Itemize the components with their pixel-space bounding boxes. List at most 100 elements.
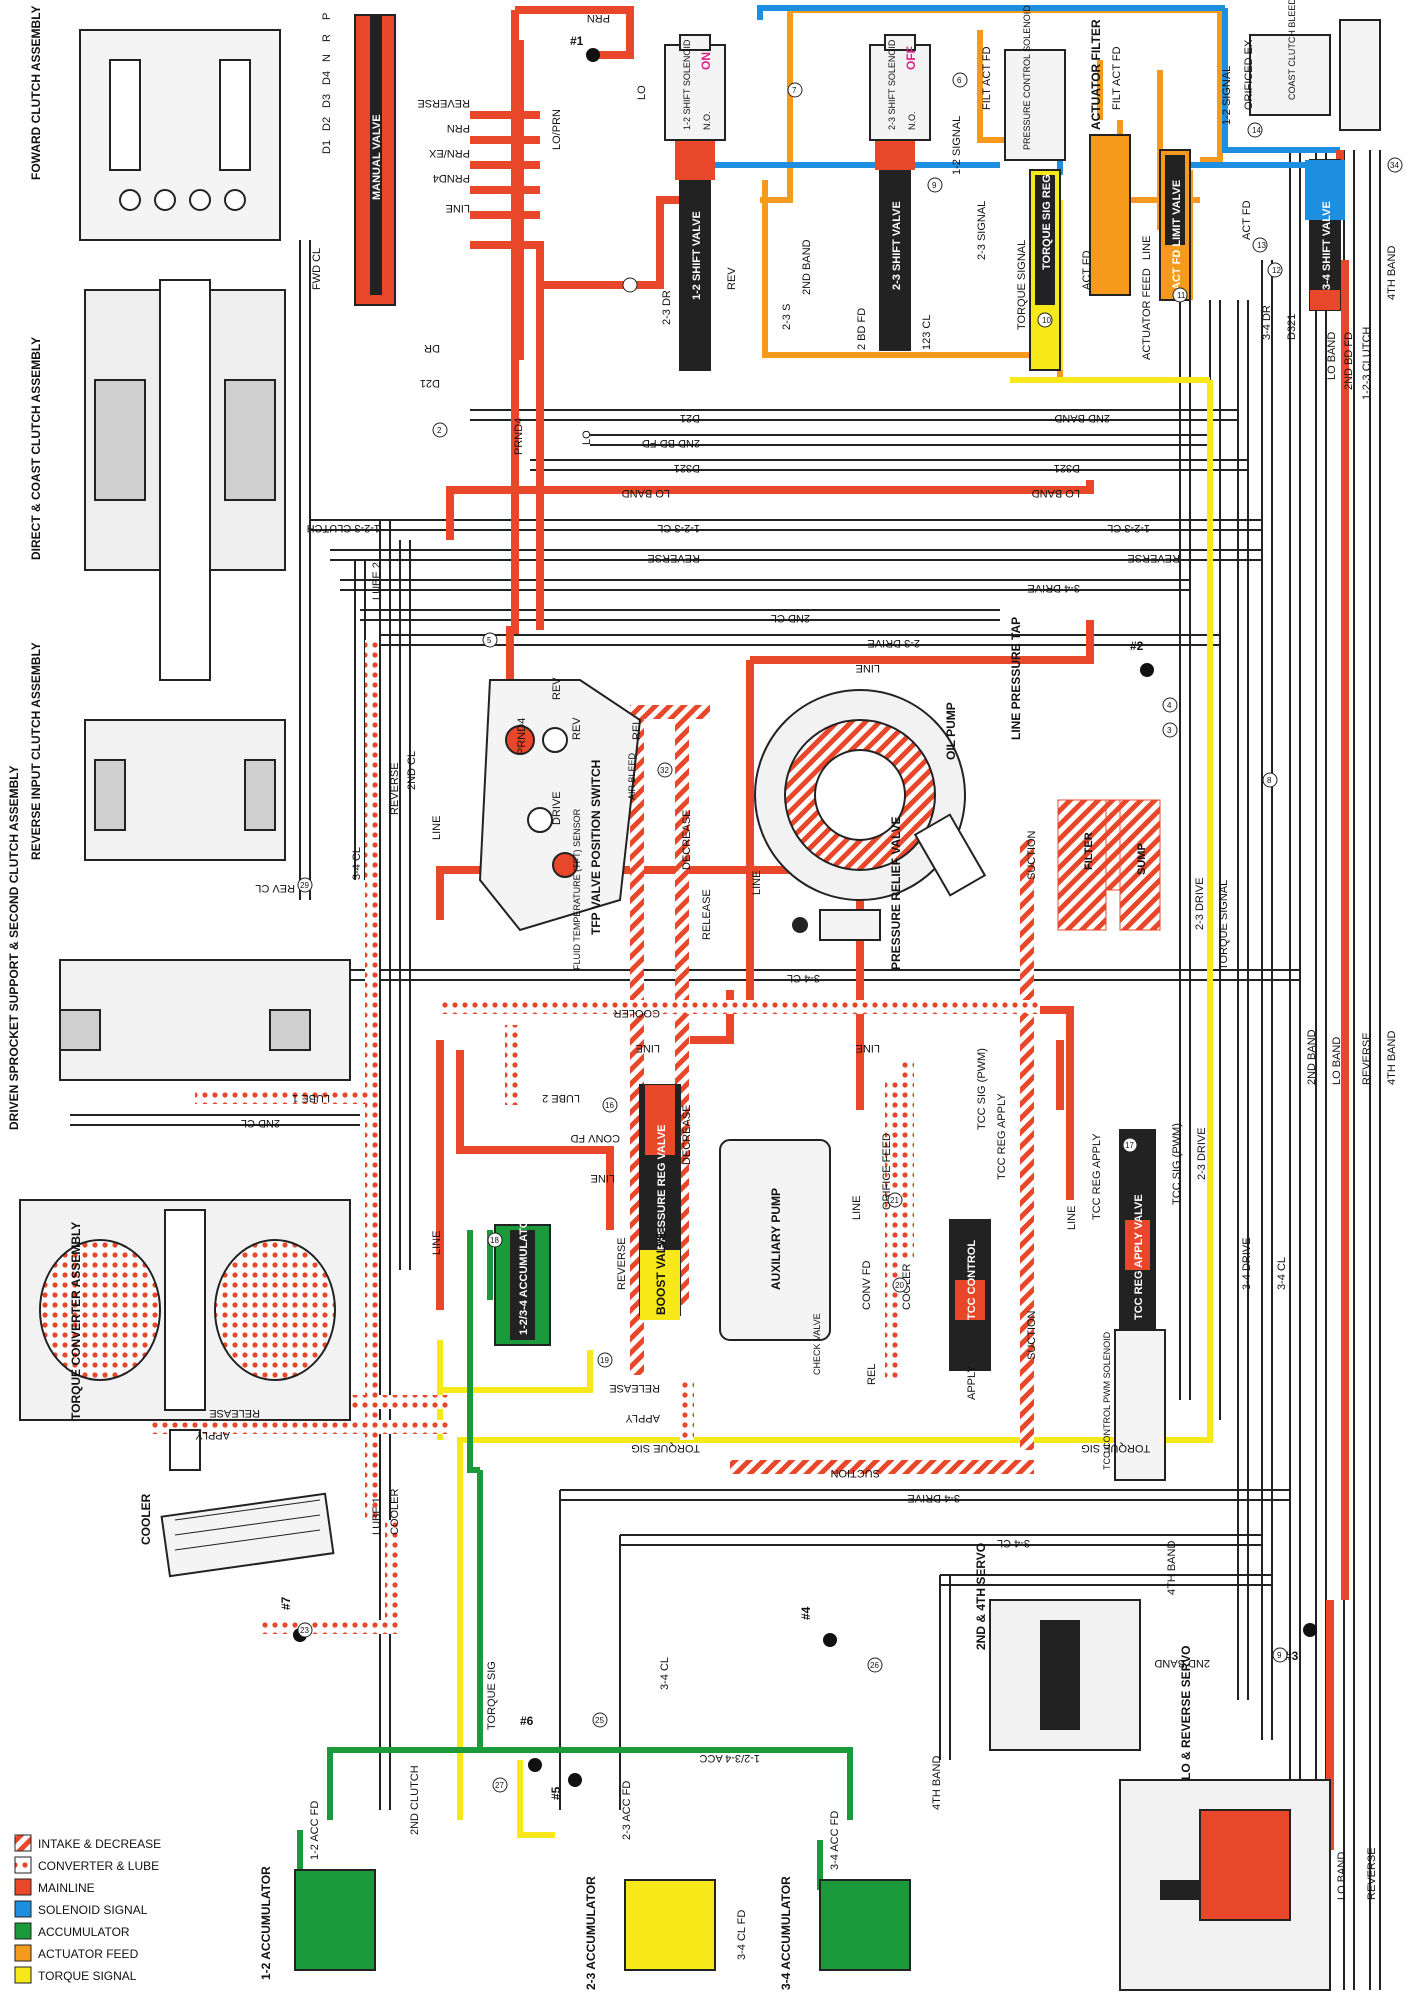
passage-label: 2ND CL — [771, 612, 810, 624]
orifice-number: 20 — [895, 1281, 904, 1290]
passage-label: LINE — [856, 662, 880, 674]
orifice-number: 19 — [600, 1356, 609, 1365]
orifice-number: 11 — [1177, 291, 1186, 300]
solenoid-12-state: ON — [699, 52, 713, 70]
passage-label: DRIVE — [551, 791, 563, 825]
pressure-reg-label: PRESSURE REG VALVE — [656, 1124, 668, 1250]
passage-label: TCC REG APPLY — [996, 1093, 1008, 1180]
servo-24-label: 2ND & 4TH SERVO — [974, 1543, 988, 1650]
passage-label: RELEASE — [209, 1407, 260, 1419]
passage-label: 4TH BAND — [1386, 1031, 1398, 1085]
passage-label: LINE — [856, 1042, 880, 1054]
checkball-label: #7 — [279, 1596, 293, 1610]
passage-label: 1-2 ACC FD — [309, 1801, 321, 1860]
act-fd-limit-valve — [1159, 149, 1191, 301]
torque-sig-reg-label: TORQUE SIG REG — [1041, 174, 1053, 270]
boost-valve-label: BOOST VALVE — [654, 1231, 668, 1315]
passage-label: DECREASE — [681, 1104, 693, 1165]
passage-label: REL — [866, 1364, 878, 1385]
torque-sig-reg-valve — [1029, 169, 1061, 371]
passage-label: SUCTION — [1026, 830, 1038, 880]
passage-label: 2ND CL — [406, 751, 418, 790]
passage-label: LO — [581, 430, 593, 445]
gear-position: N — [321, 54, 333, 62]
actuator-filter — [1089, 134, 1131, 296]
accumulator-1234-valve — [494, 1224, 551, 1346]
orifice-number: 21 — [890, 1196, 899, 1205]
pressure-control-solenoid — [1004, 49, 1066, 161]
orifice-number: 26 — [870, 1661, 879, 1670]
passage-label: 3-4 DRIVE — [907, 1492, 960, 1504]
passage-label: LINE — [431, 1231, 443, 1255]
orifice-number: 2 — [437, 426, 442, 435]
driven-sprocket-label: DRIVEN SPROCKET SUPPORT & SECOND CLUTCH … — [7, 766, 21, 1130]
check-valve-label: CHECK VALVE — [812, 1313, 822, 1375]
orifice-number: 9 — [932, 181, 937, 190]
passage-label: 3-4 ACC FD — [829, 1811, 841, 1870]
acc-23-label: 2-3 ACCUMULATOR — [584, 1876, 598, 1990]
tcc-pwm-label: TCC CONTROL PWM SOLENOID — [1102, 1331, 1112, 1470]
orificed-ex-label: ORIFICED EX — [1243, 39, 1255, 110]
checkball-label: #4 — [799, 1606, 813, 1620]
tcc-reg-apply-label: TCC REG APPLY VALVE — [1133, 1194, 1145, 1320]
passage-label: CONV FD — [861, 1260, 873, 1310]
passage-label: 3-4 CL — [997, 1537, 1030, 1549]
passage-label: 2-3 DRIVE — [867, 637, 920, 649]
passage-label: 1-2-3 CLUTCH — [307, 522, 380, 534]
passage-label: SUCTION — [830, 1467, 880, 1479]
legend-label: CONVERTER & LUBE — [38, 1859, 159, 1873]
orifice-number: 9 — [1277, 1651, 1282, 1660]
passage-label: 2ND BAND — [1054, 412, 1110, 424]
passage-label: TCC SIG (PWM) — [1171, 1123, 1183, 1205]
passage-label: LINE — [751, 871, 763, 895]
auxiliary-pump-label: AUXILIARY PUMP — [769, 1188, 783, 1290]
passage-label: TCC SIG (PWM) — [976, 1048, 988, 1130]
orifice-number: 10 — [1042, 316, 1051, 325]
tft-sensor-label: FLUID TEMPERATURE (TFT) SENSOR — [572, 808, 582, 970]
shift-valve-23-label: 2-3 SHIFT VALVE — [891, 201, 903, 290]
forward-clutch-label: FOWARD CLUTCH ASSEMBLY — [29, 6, 43, 180]
passage-label: RELEASE — [609, 1382, 660, 1394]
passage-label: 3-4 DRIVE — [1027, 582, 1080, 594]
orifice-number: 7 — [792, 86, 797, 95]
checkball-label: #1 — [570, 34, 584, 48]
passage-label: LO BAND — [1331, 1037, 1343, 1085]
solenoid-23-label: 2-3 SHIFT SOLENOID — [887, 39, 897, 130]
passage-label: LUBE 1 — [292, 1092, 330, 1104]
passage-label: SUCTION — [1026, 1310, 1038, 1360]
passage-label: 2-3 SIGNAL — [976, 201, 988, 260]
passage-label: 1-2-3 CLUTCH — [1361, 327, 1373, 400]
pressure-reg-valve — [639, 1084, 681, 1320]
coast-clutch-bleed-solenoid — [1249, 19, 1381, 131]
passage-label: FWD CL — [311, 248, 323, 290]
tfp-valve-position-switch — [478, 679, 642, 932]
passage-label: 2ND BD FD — [1343, 332, 1355, 390]
passage-label: 2 BD FD — [856, 308, 868, 350]
passage-label: REV — [571, 717, 583, 740]
passage-label: 2-3 DR — [661, 290, 673, 325]
passage-label: REVERSE — [417, 97, 470, 109]
tcc-control-label: TCC CONTROL — [966, 1240, 978, 1320]
forward-clutch-assembly — [79, 29, 281, 241]
passage-label: DR — [424, 342, 440, 354]
orifice-number: 17 — [1125, 1141, 1134, 1150]
passage-label: 3-4 DRIVE — [1241, 1237, 1253, 1290]
solenoid-23 — [869, 34, 931, 141]
passage-label: LO BAND — [1326, 332, 1338, 380]
passage-label: 4TH BAND — [931, 1756, 943, 1810]
passage-label: LO — [636, 85, 648, 100]
shift-valve-23 — [875, 139, 915, 351]
passage-label: COOLER — [389, 1488, 401, 1535]
oil-pump-label: OIL PUMP — [944, 702, 958, 760]
passage-label: ACT FD — [1081, 250, 1093, 290]
passage-label: LINE — [431, 816, 443, 840]
passage-label: D321 — [674, 462, 700, 474]
passage-label: LINE — [446, 202, 470, 214]
solenoid-12-label: 1-2 SHIFT SOLENOID — [682, 39, 692, 130]
reverse-input-label: REVERSE INPUT CLUTCH ASSEMBLY — [29, 642, 43, 860]
pressure-relief-label: PRESSURE RELIEF VALVE — [889, 816, 903, 970]
accumulator-12 — [294, 1869, 376, 1971]
solenoid-12-type: N.O. — [702, 111, 712, 130]
passage-label: APPLY — [195, 1429, 230, 1441]
passage-label: 2-3 S — [781, 304, 793, 330]
